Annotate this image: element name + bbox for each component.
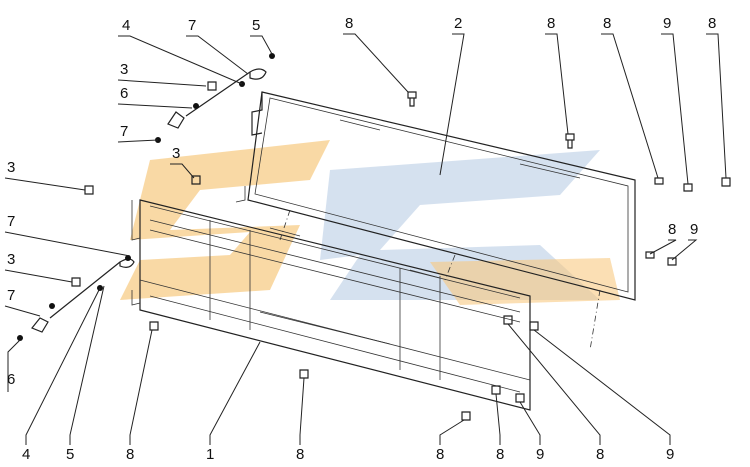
callout-label: 6 [7, 371, 15, 388]
callout-label: 6 [120, 85, 128, 102]
callout-label: 8 [603, 15, 611, 32]
callout-label: 7 [188, 17, 196, 34]
assembly-lines [279, 209, 601, 351]
callout-label: 2 [454, 15, 462, 32]
callout-label: 9 [536, 446, 544, 463]
callout-label: 7 [7, 213, 15, 230]
callout-label: 4 [122, 17, 130, 34]
callout-label: 1 [206, 446, 214, 463]
callout-label: 9 [690, 221, 698, 238]
callout-label: 5 [66, 446, 74, 463]
callout-label: 3 [172, 145, 180, 162]
callout-label: 3 [7, 159, 15, 176]
callout-label: 8 [668, 221, 676, 238]
callout-label: 7 [7, 287, 15, 304]
callout-label: 7 [120, 123, 128, 140]
callout-label: 3 [7, 251, 15, 268]
panel-part-2 [235, 91, 636, 301]
callout-label: 8 [547, 15, 555, 32]
leader-lines [4, 33, 727, 445]
callout-labels: 4 7 5 8 2 8 8 9 8 3 6 7 3 3 7 3 7 6 8 9 … [7, 15, 716, 463]
callout-label: 9 [666, 446, 674, 463]
hardware-parts [17, 53, 731, 421]
callout-label: 9 [663, 15, 671, 32]
frame-part-1 [131, 199, 531, 411]
callout-label: 8 [596, 446, 604, 463]
callout-label: 8 [126, 446, 134, 463]
callout-label: 4 [22, 446, 30, 463]
callout-label: 8 [436, 446, 444, 463]
callout-label: 8 [708, 15, 716, 32]
watermark-logo [120, 140, 620, 305]
callout-label: 8 [496, 446, 504, 463]
callout-label: 8 [296, 446, 304, 463]
callout-label: 5 [252, 17, 260, 34]
callout-label: 3 [120, 61, 128, 78]
callout-label: 8 [345, 15, 353, 32]
